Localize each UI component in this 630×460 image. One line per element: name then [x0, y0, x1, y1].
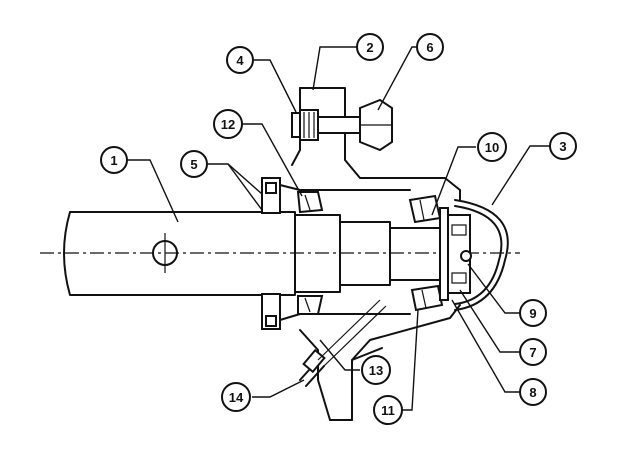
callout-9: 9 [519, 299, 547, 327]
callout-2: 2 [356, 33, 384, 61]
outer-bearing-bottom [410, 284, 444, 312]
svg-text:8: 8 [529, 385, 536, 400]
grease-seal-bottom [261, 293, 281, 330]
callout-4: 4 [226, 46, 254, 74]
inner-bearing-bottom [297, 295, 324, 315]
svg-text:14: 14 [229, 390, 244, 405]
cotter-pin [460, 250, 472, 262]
callout-3: 3 [549, 132, 577, 160]
callout-11: 11 [373, 395, 403, 425]
svg-text:4: 4 [236, 53, 244, 68]
callout-6: 6 [416, 33, 444, 61]
callout-1: 1 [100, 146, 128, 174]
callout-5: 5 [180, 150, 208, 178]
svg-text:13: 13 [369, 363, 383, 378]
dust-cap [454, 199, 509, 311]
grease-fitting [299, 299, 387, 387]
lug-nut [359, 98, 393, 152]
callout-12: 12 [213, 109, 243, 139]
callout-14: 14 [221, 382, 251, 412]
callout-7: 7 [519, 338, 547, 366]
outer-bearing-top [408, 194, 442, 224]
callout-8: 8 [519, 378, 547, 406]
callout-10: 10 [477, 132, 507, 162]
svg-text:2: 2 [366, 40, 373, 55]
callout-13: 13 [361, 355, 391, 385]
svg-text:6: 6 [426, 40, 433, 55]
svg-text:1: 1 [110, 153, 117, 168]
leader-lines [126, 46, 550, 411]
svg-text:9: 9 [529, 306, 536, 321]
svg-text:7: 7 [529, 345, 536, 360]
svg-text:10: 10 [485, 140, 499, 155]
svg-text:3: 3 [559, 139, 566, 154]
grease-seal-top [261, 177, 281, 214]
inner-bearing-top [296, 191, 324, 214]
callouts: 1 2 3 4 5 6 7 8 9 10 11 12 13 14 [100, 33, 577, 425]
wheel-stud [291, 109, 361, 141]
svg-text:12: 12 [221, 117, 235, 132]
svg-text:11: 11 [381, 403, 395, 418]
spindle-washer [439, 207, 449, 301]
svg-text:5: 5 [190, 157, 197, 172]
